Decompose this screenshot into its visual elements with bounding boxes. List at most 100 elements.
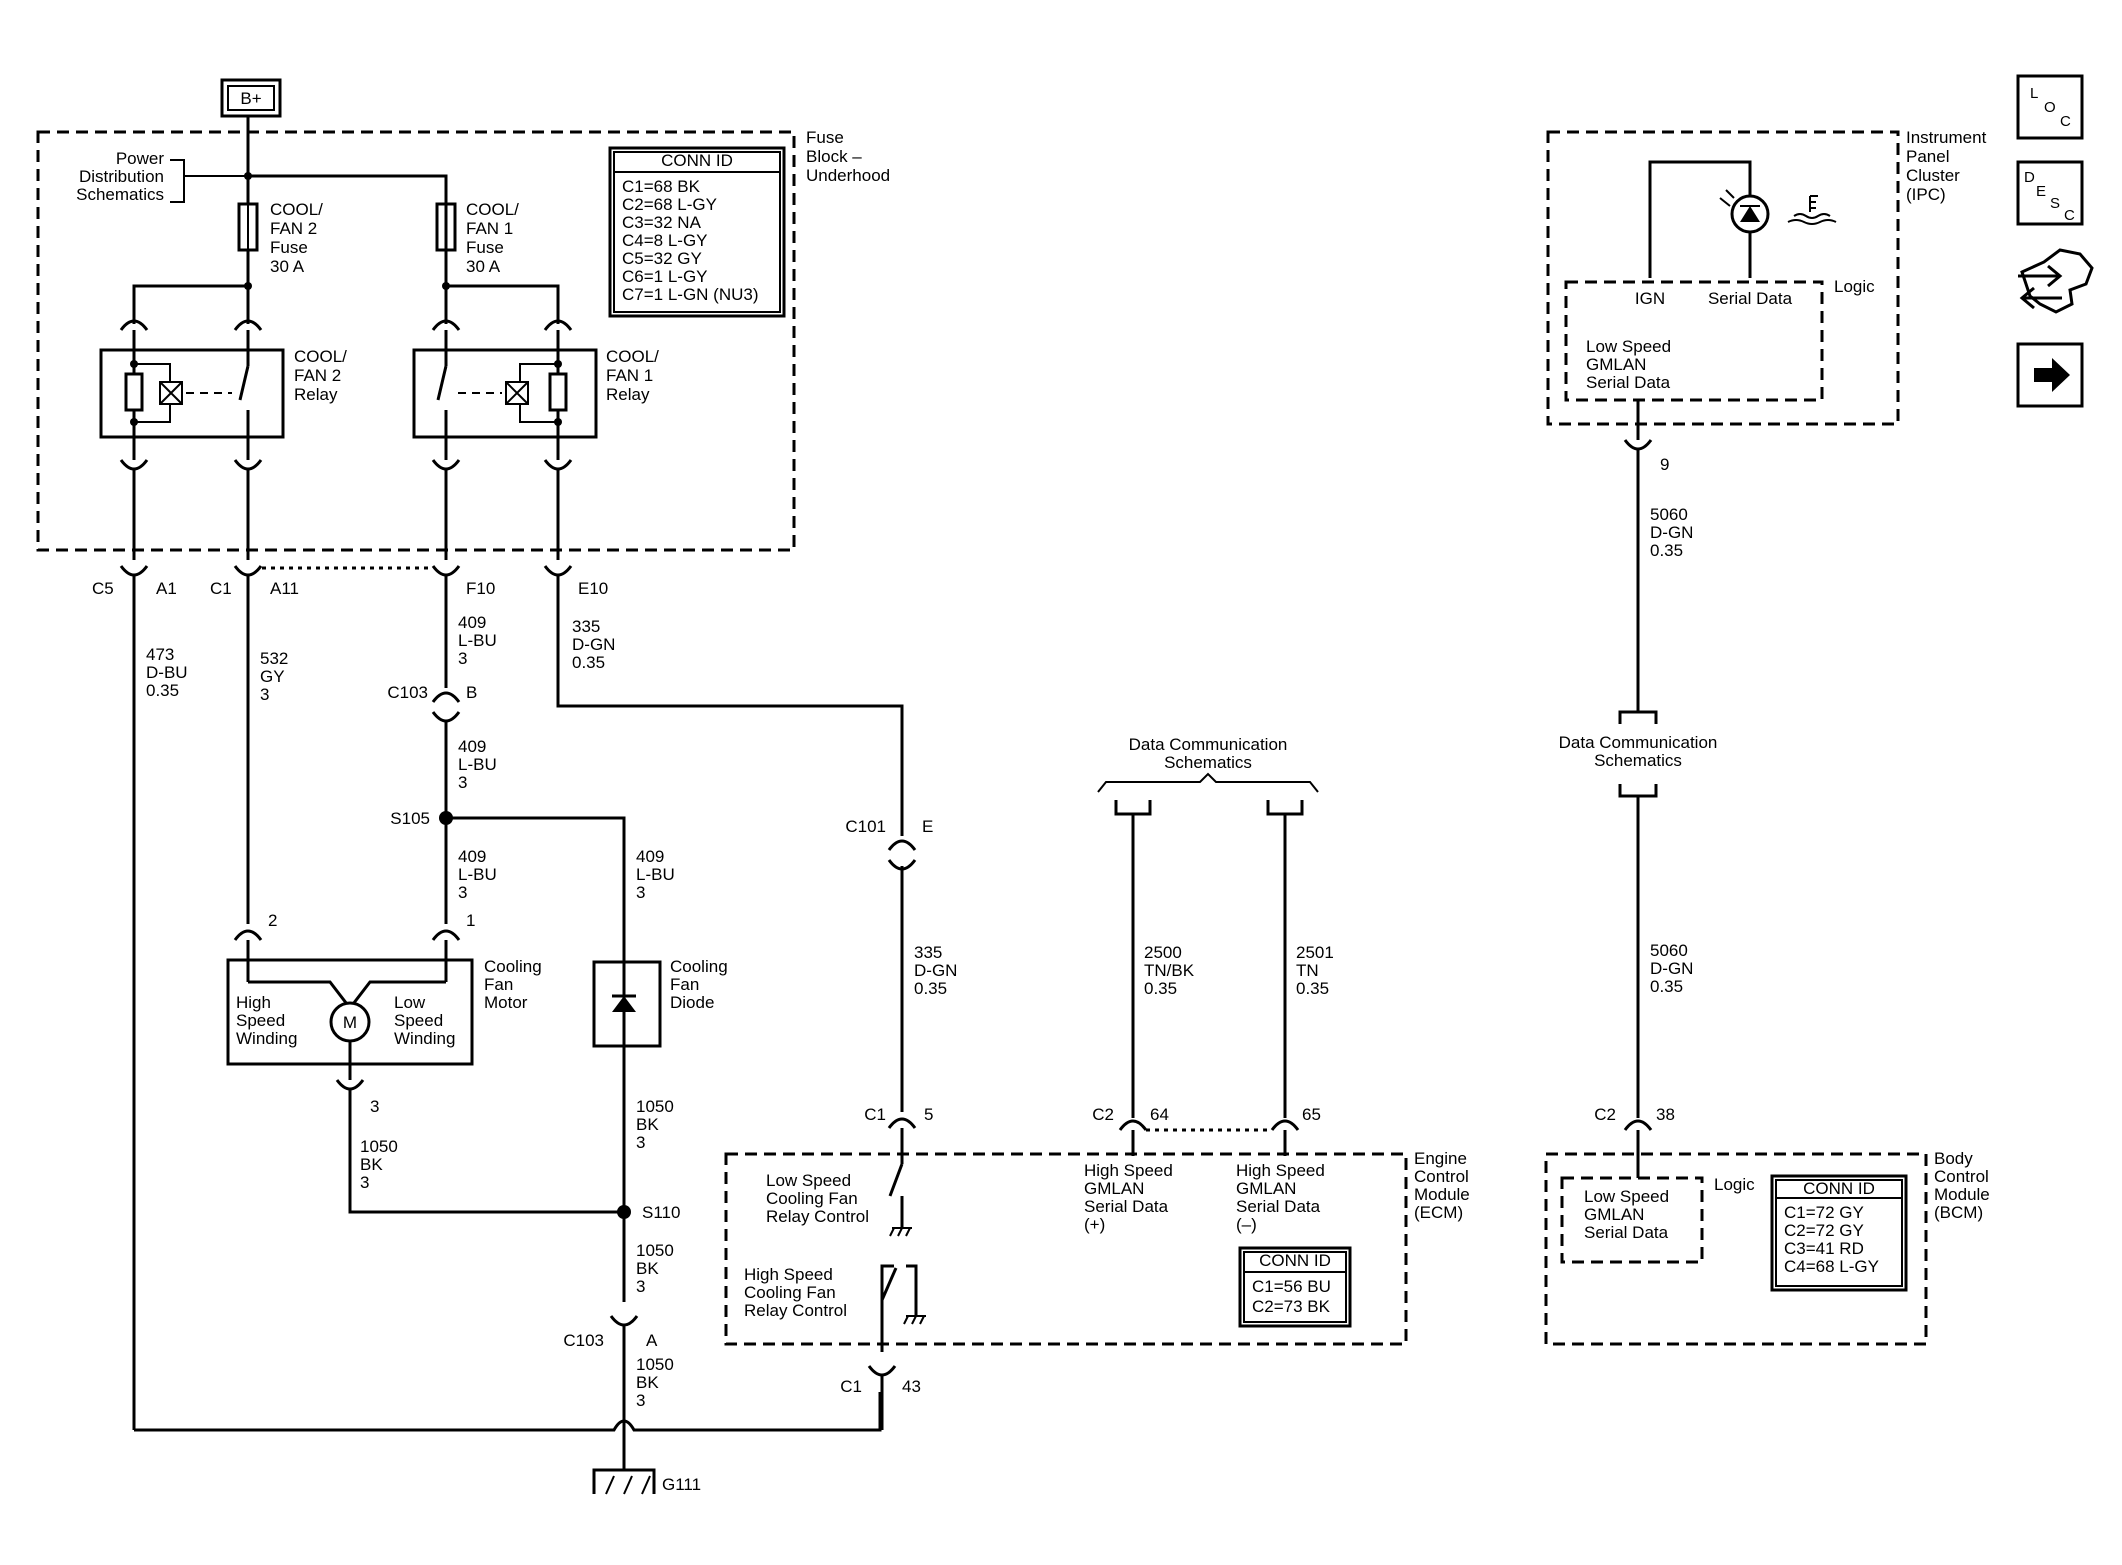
svg-text:C4=68 L-GY: C4=68 L-GY (1784, 1257, 1879, 1276)
motor-symbol: M (343, 1013, 357, 1032)
svg-text:Cluster: Cluster (1906, 166, 1960, 185)
svg-text:3: 3 (458, 883, 467, 902)
ecm-conn-id-table: CONN ID C1=56 BU C2=73 BK (1238, 1246, 1352, 1328)
svg-text:Winding: Winding (394, 1029, 455, 1048)
svg-text:L-BU: L-BU (458, 755, 497, 774)
splice-s105: S105 (390, 809, 453, 828)
svg-text:5060: 5060 (1650, 505, 1688, 524)
svg-text:30 A: 30 A (466, 257, 501, 276)
svg-text:2: 2 (268, 911, 277, 930)
svg-text:1050: 1050 (636, 1241, 674, 1260)
wire-409a-label: 409 L-BU 3 (458, 613, 497, 668)
ipc-data-comm-link[interactable]: Data Communication Schematics (1559, 710, 1718, 798)
svg-text:D-GN: D-GN (914, 961, 957, 980)
svg-text:Low Speed: Low Speed (766, 1171, 851, 1190)
svg-text:E: E (922, 817, 933, 836)
svg-text:1: 1 (466, 911, 475, 930)
splice-s110: S110 (617, 1203, 680, 1222)
relay-top-connectors (119, 319, 573, 331)
svg-text:Cooling Fan: Cooling Fan (766, 1189, 858, 1208)
svg-text:A: A (646, 1331, 658, 1350)
svg-text:43: 43 (902, 1377, 921, 1396)
svg-text:Logic: Logic (1714, 1175, 1755, 1194)
svg-text:5: 5 (924, 1105, 933, 1124)
svg-text:C1=56 BU: C1=56 BU (1252, 1277, 1331, 1296)
svg-text:3: 3 (260, 685, 269, 704)
svg-text:409: 409 (458, 613, 486, 632)
ipc-logic-labels: IGN Serial Data Logic Low Speed GMLAN Se… (1586, 277, 1875, 392)
svg-text:GY: GY (260, 667, 285, 686)
svg-text:2500: 2500 (1144, 943, 1182, 962)
svg-text:D-GN: D-GN (572, 635, 615, 654)
svg-text:3: 3 (636, 883, 645, 902)
svg-text:BK: BK (360, 1155, 383, 1174)
ipc-title: Instrument Panel Cluster (IPC) (1906, 128, 1987, 204)
bcm-conn-id-table: CONN ID C1=72 GY C2=72 GY C3=41 RD C4=68… (1770, 1174, 1908, 1292)
svg-text:C2: C2 (1594, 1105, 1616, 1124)
power-distribution-link[interactable]: Power Distribution Schematics (76, 149, 246, 204)
bcm-connector-c2-38: C2 38 (1594, 1105, 1675, 1131)
svg-text:335: 335 (572, 617, 600, 636)
svg-text:Fan: Fan (484, 975, 513, 994)
svg-text:Schematics: Schematics (76, 185, 164, 204)
wire-409-diode-branch (446, 816, 626, 962)
svg-text:(ECM): (ECM) (1414, 1203, 1463, 1222)
svg-text:High Speed: High Speed (744, 1265, 833, 1284)
svg-text:Cooling: Cooling (670, 957, 728, 976)
svg-text:0.35: 0.35 (1650, 541, 1683, 560)
svg-text:Module: Module (1934, 1185, 1990, 1204)
svg-text:CONN ID: CONN ID (1803, 1179, 1875, 1198)
svg-text:C101: C101 (845, 817, 886, 836)
b-plus-feed-wire (246, 116, 448, 200)
svg-text:Motor: Motor (484, 993, 528, 1012)
ecm-outline (724, 1152, 1408, 1346)
svg-text:30 A: 30 A (270, 257, 305, 276)
wire-2501-label: 2501 TN 0.35 (1296, 943, 1334, 998)
svg-text:Control: Control (1934, 1167, 1989, 1186)
ecm-connector-c2-64-65: C2 64 65 (1092, 1105, 1321, 1156)
svg-text:Relay Control: Relay Control (744, 1301, 847, 1320)
svg-text:C103: C103 (387, 683, 428, 702)
svg-text:Speed: Speed (394, 1011, 443, 1030)
svg-text:473: 473 (146, 645, 174, 664)
next-page-arrow-button[interactable] (2016, 342, 2084, 408)
wire-5060a-label: 5060 D-GN 0.35 (1650, 505, 1693, 560)
svg-text:C1: C1 (210, 579, 232, 598)
svg-text:C1=68 BK: C1=68 BK (622, 177, 701, 196)
svg-text:D-GN: D-GN (1650, 959, 1693, 978)
svg-text:Schematics: Schematics (1164, 753, 1252, 772)
svg-text:Data Communication: Data Communication (1559, 733, 1718, 752)
svg-text:3: 3 (636, 1133, 645, 1152)
svg-text:FAN 2: FAN 2 (270, 219, 317, 238)
svg-text:C5=32 GY: C5=32 GY (622, 249, 702, 268)
connector-hand-icon[interactable] (2018, 248, 2094, 314)
svg-text:335: 335 (914, 943, 942, 962)
svg-text:Block –: Block – (806, 147, 862, 166)
svg-text:Fuse: Fuse (466, 238, 504, 257)
relay-output-wires (132, 468, 560, 560)
svg-text:Diode: Diode (670, 993, 714, 1012)
ecm-title: Engine Control Module (ECM) (1414, 1149, 1470, 1222)
description-view-button[interactable]: D E S C (2016, 160, 2084, 226)
motor-connectors: 2 1 (233, 911, 475, 941)
svg-text:1050: 1050 (636, 1355, 674, 1374)
location-view-button[interactable]: L O C (2016, 74, 2084, 140)
ipc-connector-9: 9 (1623, 439, 1669, 474)
wire-335b-label: 335 D-GN 0.35 (914, 943, 957, 998)
svg-text:GMLAN: GMLAN (1586, 355, 1646, 374)
cool-fan-1-fuse: COOL/ FAN 1 Fuse 30 A (435, 200, 519, 290)
svg-text:A1: A1 (156, 579, 177, 598)
svg-text:0.35: 0.35 (1296, 979, 1329, 998)
ecm-data-comm-link[interactable]: Data Communication Schematics (1097, 735, 1319, 816)
svg-text:TN: TN (1296, 961, 1319, 980)
ipc-outline (1546, 130, 1900, 426)
svg-text:Control: Control (1414, 1167, 1469, 1186)
ecm-connector-c1-43: C1 43 (840, 1365, 921, 1396)
svg-text:B: B (466, 683, 477, 702)
svg-text:GMLAN: GMLAN (1584, 1205, 1644, 1224)
svg-text:C1: C1 (864, 1105, 886, 1124)
svg-text:L-BU: L-BU (458, 865, 497, 884)
svg-text:C2=68 L-GY: C2=68 L-GY (622, 195, 717, 214)
wire-335 (556, 574, 904, 836)
svg-text:0.35: 0.35 (1144, 979, 1177, 998)
